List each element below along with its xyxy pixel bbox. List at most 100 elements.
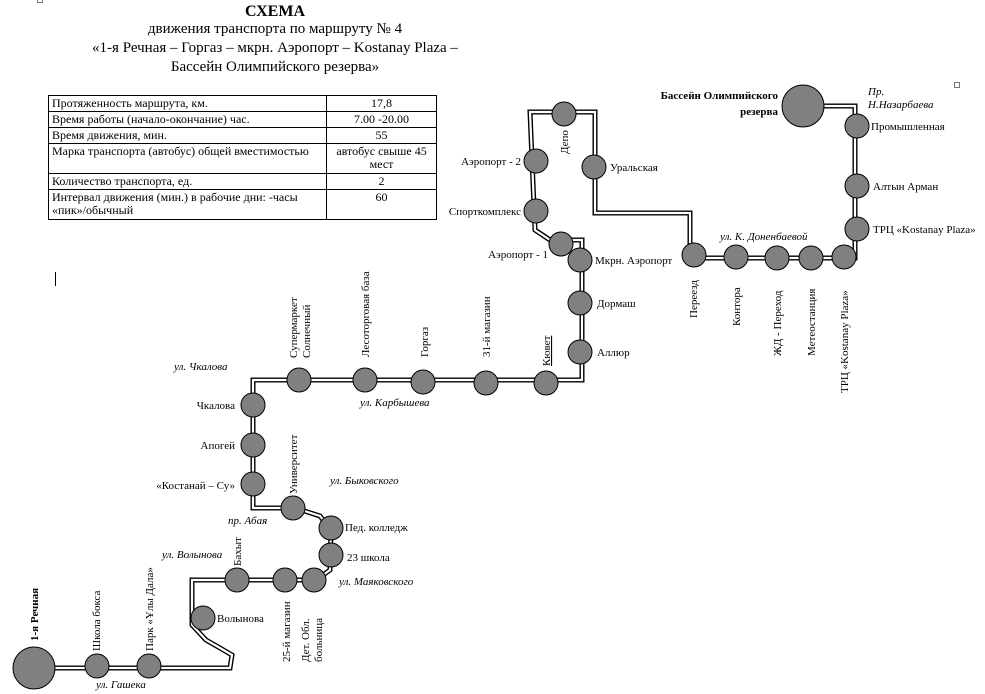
street-label-karbysheva: ул. Карбышева xyxy=(359,397,430,409)
street-label-donenbaevoy: ул. К. Доненбаевой xyxy=(719,231,808,243)
stop-marker-trc-plaza-2[interactable] xyxy=(844,216,870,242)
stop-label-uralskaya: Уральская xyxy=(610,162,658,174)
stop-marker-dormash[interactable] xyxy=(567,290,593,316)
stop-marker-sportkompleks[interactable] xyxy=(523,198,549,224)
stop-marker-kostanay-su[interactable] xyxy=(240,471,266,497)
route-line xyxy=(34,103,858,671)
stop-label-pereezd: Переезд xyxy=(688,280,700,318)
stop-marker-apogey[interactable] xyxy=(240,432,266,458)
table-row: Марка транспорта (автобус) общей вместим… xyxy=(48,143,437,174)
stop-marker-zhd-perehod[interactable] xyxy=(764,245,790,271)
stop-marker-31-magazin[interactable] xyxy=(473,370,499,396)
stop-label-dormash: Дормаш xyxy=(597,298,636,310)
stop-marker-bahyt[interactable] xyxy=(224,567,250,593)
terminal-end-marker[interactable] xyxy=(781,84,825,128)
stop-marker-det-bolnica[interactable] xyxy=(301,567,327,593)
stop-label-kuvet: Кювет xyxy=(541,335,553,366)
stop-marker-23-shkola[interactable] xyxy=(318,542,344,568)
stop-marker-kuvet[interactable] xyxy=(533,370,559,396)
table-cell-label: Время работы (начало-окончание) час. xyxy=(48,111,327,128)
stop-label-sportkompleks: Спорткомплекс xyxy=(449,206,521,218)
stop-marker-pereezd[interactable] xyxy=(681,242,707,268)
stop-marker-aeroport-1[interactable] xyxy=(548,231,574,257)
stop-marker-depo[interactable] xyxy=(551,101,577,127)
street-label-bykovskogo: ул. Быковского xyxy=(329,475,399,487)
street-label-nazarbaeva-1: Пр. xyxy=(867,86,884,98)
stop-label-supermarket-1: Супермаркет xyxy=(288,297,300,358)
stop-marker-park-uly-dala[interactable] xyxy=(136,653,162,679)
street-label-chkalova: ул. Чкалова xyxy=(173,361,228,373)
stop-marker-universitet[interactable] xyxy=(280,495,306,521)
route-name-line1: «1-я Речная – Горгаз – мкрн. Аэропорт – … xyxy=(92,40,458,56)
stop-label-31-magazin: 31-й магазин xyxy=(481,296,493,357)
table-cell-label: Марка транспорта (автобус) общей вместим… xyxy=(48,143,327,174)
table-cell-value: автобус свыше 45 мест xyxy=(326,143,437,174)
stop-marker-volynova[interactable] xyxy=(190,605,216,631)
stop-label-trc-plaza-1: ТРЦ «Kostanay Plaza» xyxy=(839,290,851,393)
stop-label-chkalova: Чкалова xyxy=(197,400,235,412)
stop-label-park-uly-dala: Парк «Ұлы Дала» xyxy=(144,567,156,651)
stop-marker-ped-kolledzh[interactable] xyxy=(318,515,344,541)
stop-marker-meteostanciya[interactable] xyxy=(798,245,824,271)
stop-marker-aeroport-2[interactable] xyxy=(523,148,549,174)
terminal-end-label-line1: Бассейн Олимпийского xyxy=(661,90,779,102)
stop-label-25-magazin: 25-й магазин xyxy=(281,601,293,662)
stop-label-aeroport-1: Аэропорт - 1 xyxy=(488,249,548,261)
resize-handle[interactable] xyxy=(954,82,960,88)
terminal-start-label: 1-я Речная xyxy=(29,588,41,641)
stop-marker-supermarket[interactable] xyxy=(286,367,312,393)
stop-label-allyur: Аллюр xyxy=(597,347,630,359)
stop-marker-25-magazin[interactable] xyxy=(272,567,298,593)
stop-label-kostanay-su: «Костанай – Су» xyxy=(156,480,235,492)
stop-label-mkrn-aeroport: Мкрн. Аэропорт xyxy=(595,255,672,267)
stop-marker-kontora[interactable] xyxy=(723,244,749,270)
stop-label-aeroport-2: Аэропорт - 2 xyxy=(461,156,521,168)
text-cursor xyxy=(55,272,56,286)
stop-label-23-shkola: 23 школа xyxy=(347,552,390,564)
table-cell-label: Протяженность маршрута, км. xyxy=(48,95,327,112)
scheme-title: СХЕМА xyxy=(244,3,306,20)
terminal-end-label-line2: резерва xyxy=(740,106,778,118)
street-label-nazarbaeva-2: Н.Назарбаева xyxy=(867,99,934,111)
table-row: Протяженность маршрута, км. 17,8 xyxy=(48,95,437,112)
stop-label-zhd-perehod: ЖД - Переход xyxy=(772,290,784,356)
stop-label-det-bolnica-2: больница xyxy=(313,618,325,662)
stop-label-supermarket-2: Солнечный xyxy=(301,305,313,358)
stop-marker-allyur[interactable] xyxy=(567,339,593,365)
stop-marker-gorgaz[interactable] xyxy=(410,369,436,395)
stop-label-apogey: Апогей xyxy=(201,440,236,452)
terminal-start-marker[interactable] xyxy=(12,646,56,690)
stop-label-lesotorgovaya-baza: Лесоторговая база xyxy=(360,271,372,357)
table-row: Интервал движения (мин.) в рабочие дни: … xyxy=(48,189,437,220)
stop-label-kontora: Контора xyxy=(731,287,743,326)
stop-marker-lesotorgovaya-baza[interactable] xyxy=(352,367,378,393)
scheme-subtitle: движения транспорта по маршруту № 4 xyxy=(147,21,403,37)
resize-handle[interactable] xyxy=(37,0,43,3)
stop-label-trc-plaza-2: ТРЦ «Kostanay Plaza» xyxy=(873,224,976,236)
stop-marker-promyshlennaya[interactable] xyxy=(844,113,870,139)
stop-marker-mkrn-aeroport[interactable] xyxy=(567,247,593,273)
stop-marker-uralskaya[interactable] xyxy=(581,154,607,180)
stop-label-shkola-boksa: Школа бокса xyxy=(91,590,103,651)
stop-label-universitet: Университет xyxy=(288,434,300,494)
stop-label-depo: Депо xyxy=(559,130,571,154)
route-name-line2: Бассейн Олимпийского резерва» xyxy=(170,59,380,75)
street-label-volynova: ул. Волынова xyxy=(161,549,223,561)
stop-label-gorgaz: Горгаз xyxy=(419,327,431,357)
stop-marker-shkola-boksa[interactable] xyxy=(84,653,110,679)
table-row: Время работы (начало-окончание) час. 7.0… xyxy=(48,111,437,128)
stop-label-ped-kolledzh: Пед. колледж xyxy=(345,522,408,534)
route-info-table: Протяженность маршрута, км. 17,8 Время р… xyxy=(48,95,437,220)
stop-marker-altyn-arman[interactable] xyxy=(844,173,870,199)
street-label-mayakovskogo: ул. Маяковского xyxy=(338,576,414,588)
street-label-gasheka: ул. Гашека xyxy=(95,679,146,691)
stop-marker-trc-plaza-1[interactable] xyxy=(831,244,857,270)
stop-label-det-bolnica-1: Дет. Обл. xyxy=(300,618,312,662)
stop-label-volynova: Волынова xyxy=(217,613,264,625)
stop-marker-chkalova[interactable] xyxy=(240,392,266,418)
stop-label-bahyt: Бахыт xyxy=(232,537,244,566)
street-label-pr-abaya: пр. Абая xyxy=(228,515,267,527)
stop-label-altyn-arman: Алтын Арман xyxy=(873,181,938,193)
